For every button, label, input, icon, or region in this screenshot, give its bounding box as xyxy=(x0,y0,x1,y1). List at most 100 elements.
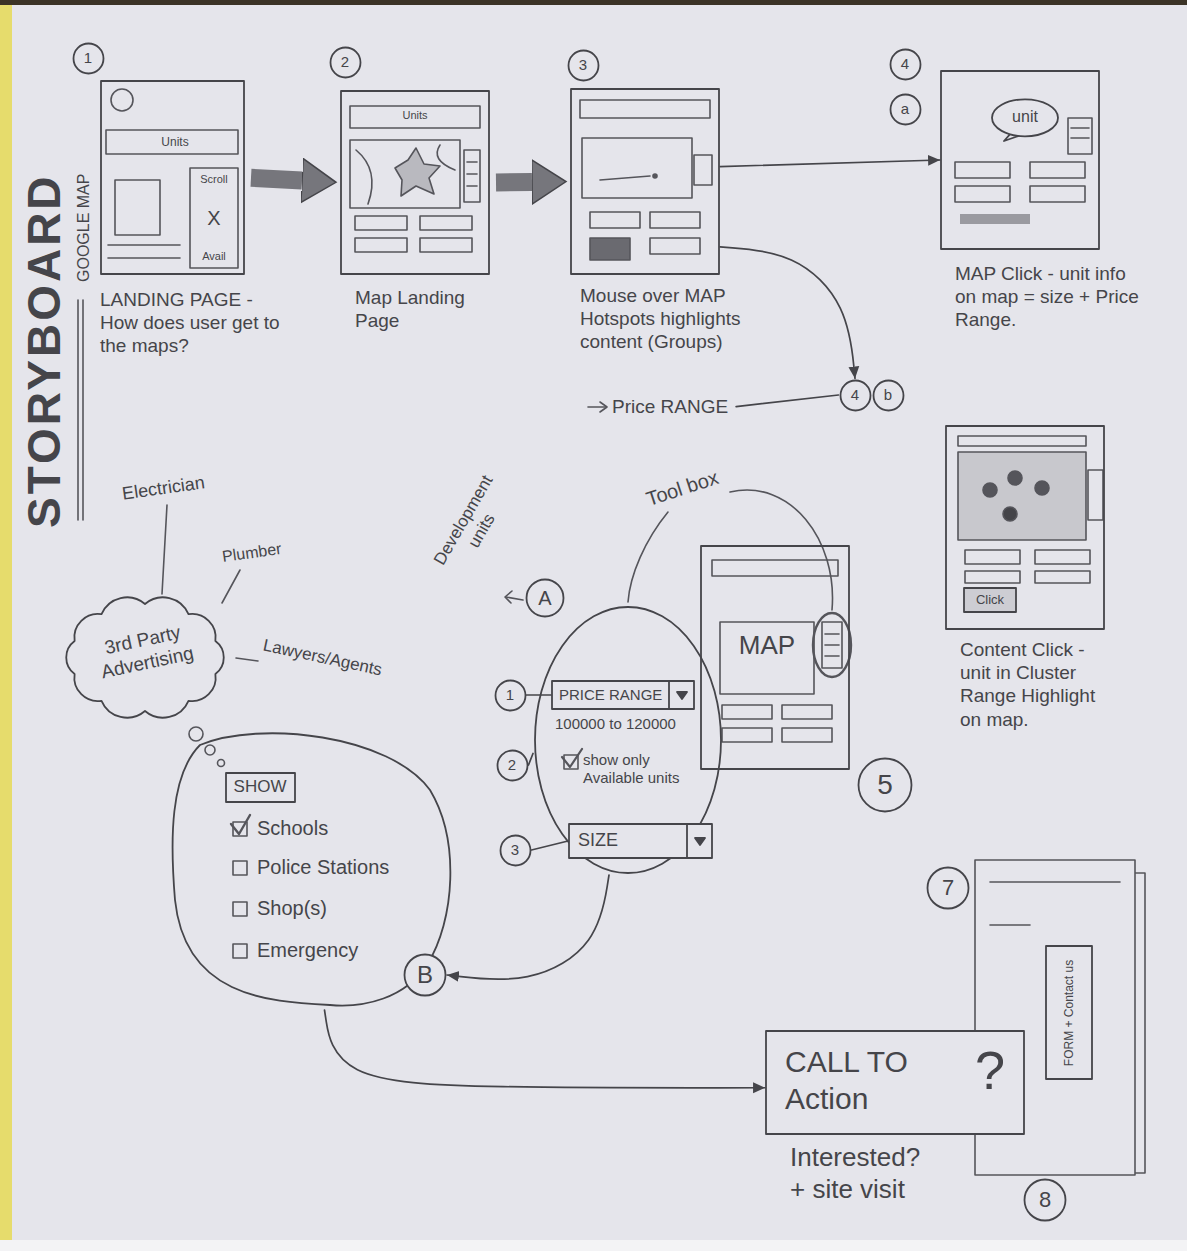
node-text: Mouse over MAP Hotspots highlights conte… xyxy=(580,284,780,354)
toolbox-screen-sketch xyxy=(825,644,839,646)
rect-outline xyxy=(701,546,849,769)
landing-page-sketch xyxy=(111,89,133,111)
node-text: Price RANGE xyxy=(612,395,728,418)
thought-bubbles xyxy=(205,745,215,755)
content-click-sketch xyxy=(958,452,1086,540)
cloud-outline xyxy=(66,597,224,717)
paper-ground xyxy=(0,1240,1187,1251)
callout-number: 2 xyxy=(329,46,362,79)
block-arrow xyxy=(496,173,532,191)
mouse-over-sketch xyxy=(580,100,712,260)
circle-outline xyxy=(890,94,920,124)
rect-outline xyxy=(226,773,295,802)
node-text: X xyxy=(190,206,238,230)
callout-number: 5 xyxy=(857,757,913,813)
thought-bubbles xyxy=(189,727,203,741)
dropdown-outline xyxy=(677,692,687,699)
node-text: Content Click - unit in Cluster Range Hi… xyxy=(960,638,1110,731)
wireframe-screen: UnitsScrollXAvailLANDING PAGE - How does… xyxy=(100,80,245,275)
node-text: SHOW xyxy=(234,777,287,798)
dropdown-outline xyxy=(552,681,694,709)
flow-connector xyxy=(447,875,609,979)
node-text: PRICE RANGE xyxy=(559,686,662,704)
rect-outline xyxy=(341,91,489,274)
map-landing-sketch xyxy=(350,106,480,252)
node-text: A xyxy=(538,586,551,610)
toolbox-screen-sketch xyxy=(825,633,839,635)
node-text: 4 xyxy=(901,55,909,73)
wireframe-screen: Mouse over MAP Hotspots highlights conte… xyxy=(570,88,720,275)
price-arrow-glyph xyxy=(600,402,607,412)
callout-letter: b xyxy=(872,379,905,412)
circle-outline xyxy=(873,380,903,410)
button-outline xyxy=(964,588,1016,612)
map-landing-sketch xyxy=(395,148,440,196)
node-text: Police Stations xyxy=(257,855,389,879)
node-text: Scroll xyxy=(190,173,238,186)
mouse-over-sketch xyxy=(694,155,712,185)
toolbox-leaders xyxy=(730,490,833,610)
mouse-over-sketch xyxy=(600,176,650,180)
toolbox-oval: 100000 to 120000show only Available unit… xyxy=(533,605,723,875)
circle-outline xyxy=(500,835,530,865)
title-underline xyxy=(82,300,84,520)
mouse-over-sketch xyxy=(582,138,692,198)
wireframe-screen: MAP xyxy=(700,545,850,770)
node-text: 1 xyxy=(506,686,514,704)
node-text: 100000 to 120000 xyxy=(555,715,705,733)
rect-outline xyxy=(941,71,1099,249)
rect-outline xyxy=(571,89,719,274)
rect-outline xyxy=(766,1031,1024,1134)
block-arrow xyxy=(251,178,302,181)
map-click-sketch xyxy=(1071,127,1089,129)
circle-outline xyxy=(890,94,920,124)
rect-outline xyxy=(1046,946,1092,1079)
rect-outline xyxy=(101,81,244,274)
callout-number: 3 xyxy=(499,834,532,867)
title: STORYBOARD xyxy=(16,173,72,528)
advertiser-leaders xyxy=(236,658,258,661)
rect-outline xyxy=(570,88,720,275)
content-click-sketch xyxy=(958,436,1086,446)
title-underline xyxy=(77,300,79,520)
button-sketch: Click xyxy=(963,587,1017,613)
call-to-action-box: CALL TO Action? xyxy=(765,1030,1025,1135)
flow-connector xyxy=(529,754,534,766)
circle-outline xyxy=(405,955,446,996)
ellipse-outline xyxy=(535,607,721,873)
show-checkboxes xyxy=(231,815,250,834)
show-checkboxes xyxy=(231,815,250,958)
circle-outline xyxy=(568,50,598,80)
callout-number: 1 xyxy=(72,42,105,75)
flow-connector xyxy=(720,160,940,167)
circle-outline xyxy=(405,955,446,996)
callout-number: 4 xyxy=(889,48,922,81)
price-arrow-glyph xyxy=(588,406,606,408)
node-text: FORM + Contact us xyxy=(1062,950,1077,1075)
node-text: 8 xyxy=(1039,1187,1051,1214)
toolbox-screen-sketch xyxy=(782,728,832,742)
content-click-sketch xyxy=(965,571,1020,583)
toolbox-leaders xyxy=(628,512,668,602)
circle-outline xyxy=(928,868,969,909)
callout-number: 4 xyxy=(839,379,872,412)
map-landing-sketch xyxy=(355,216,407,230)
node-text: 2 xyxy=(508,756,516,774)
rect-outline xyxy=(766,1031,1024,1134)
landing-page-sketch xyxy=(190,168,238,268)
circle-outline xyxy=(527,580,564,617)
circle-outline xyxy=(840,380,870,410)
rect-outline xyxy=(946,426,1104,629)
advertiser-leaders xyxy=(162,505,167,594)
toolbox-screen-sketch xyxy=(782,705,832,719)
circle-outline xyxy=(73,43,103,73)
annotation-text: Electrician xyxy=(121,472,206,505)
node-text: Click xyxy=(976,592,1004,608)
content-click-sketch xyxy=(958,436,1103,583)
circle-outline xyxy=(890,49,920,79)
map-landing-sketch xyxy=(467,161,477,163)
thought-cloud: 3rd Party Advertising xyxy=(55,590,235,725)
circle-outline xyxy=(890,49,920,79)
bubble-outline xyxy=(992,99,1058,141)
